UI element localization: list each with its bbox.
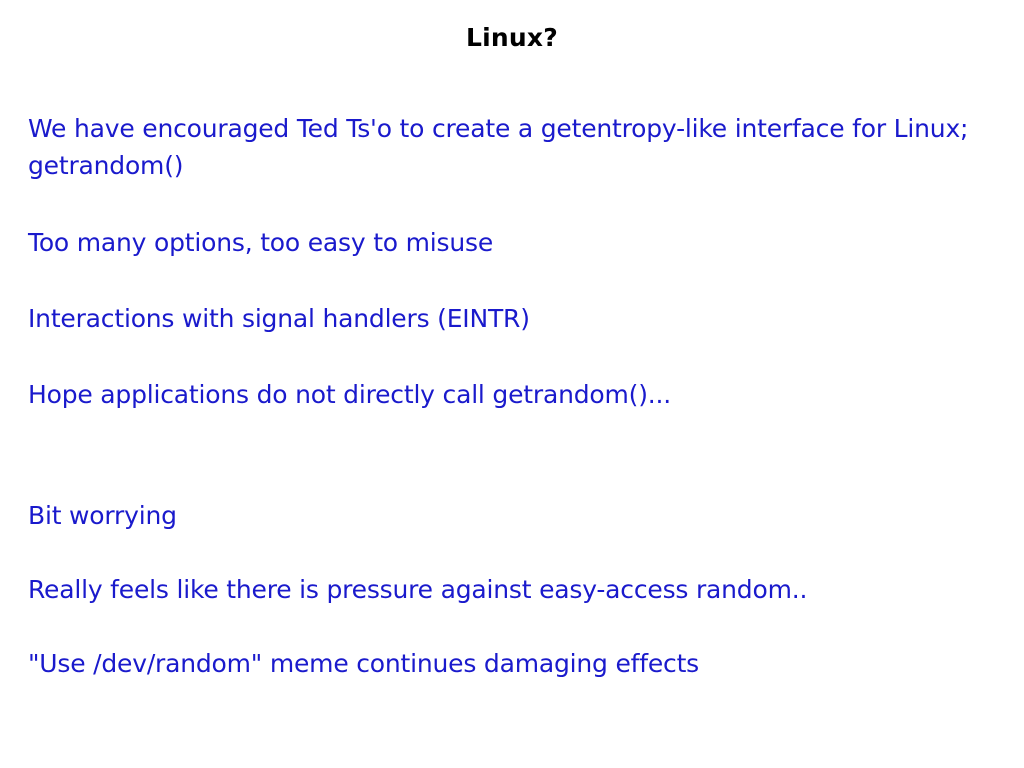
slide-body-paragraph-encouraged-ted-tso: We have encouraged Ted Ts'o to create a … xyxy=(28,114,977,180)
slide-title: Linux? xyxy=(466,23,558,52)
slide-body-paragraph-too-many-options: Too many options, too easy to misuse xyxy=(28,228,494,257)
slide-body-paragraph-dev-random-meme: "Use /dev/random" meme continues damagin… xyxy=(28,649,700,678)
slide-body-paragraph-pressure-against-easy-access: Really feels like there is pressure agai… xyxy=(28,575,808,604)
slide-body-paragraph-hope-applications: Hope applications do not directly call g… xyxy=(28,380,671,409)
slide-body-paragraph-bit-worrying: Bit worrying xyxy=(28,501,177,530)
slide-body-paragraph-signal-handler-interactions: Interactions with signal handlers (EINTR… xyxy=(28,304,530,333)
